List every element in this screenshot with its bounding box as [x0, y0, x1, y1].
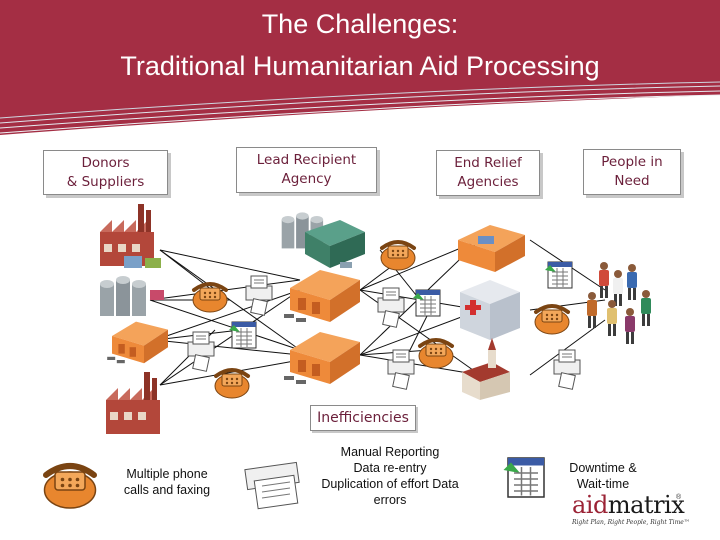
column-end-relief-agencies: End Relief Agencies	[436, 150, 540, 196]
calendar-icon	[544, 261, 573, 289]
legend-manual-text: Manual Reporting Data re-entry Duplicati…	[321, 445, 459, 507]
calendar-icon	[412, 289, 441, 317]
column-donors-suppliers: Donors & Suppliers	[43, 150, 168, 195]
factory-icon	[106, 372, 160, 434]
legend-calendar-text: Downtime & Wait-time	[569, 461, 637, 491]
fax-icon	[187, 331, 215, 372]
aidmatrix-logo: aidmatrix ® Right Plan, Right People, Ri…	[572, 491, 690, 526]
inefficiencies-label: Inefficiencies	[310, 405, 416, 431]
legend-phone-icon	[45, 466, 96, 508]
header-band	[0, 0, 720, 135]
fax-icon	[245, 275, 273, 316]
people-icon	[587, 262, 651, 344]
column-lead-recipient-agency: Lead Recipient Agency	[236, 147, 377, 193]
church-icon	[462, 338, 510, 400]
legend-phone-text: Multiple phone calls and faxing	[123, 467, 211, 497]
page-title-line2: Traditional Humanitarian Aid Processing	[120, 51, 600, 81]
silo-icon	[100, 276, 146, 316]
warehouse-icon	[284, 332, 360, 384]
distribution-center-icon	[305, 220, 365, 268]
legend-calendar-icon	[502, 457, 545, 498]
calendar-icon	[228, 321, 257, 349]
shipping-box-icon	[124, 256, 164, 300]
page-title-line1: The Challenges:	[261, 9, 459, 39]
warehouse-icon	[284, 270, 360, 322]
fax-icon	[387, 349, 415, 390]
hospital-icon	[460, 280, 520, 340]
phone-icon	[379, 240, 417, 272]
phone-icon	[533, 304, 571, 336]
phone-icon	[213, 368, 251, 400]
phone-icon	[191, 282, 229, 314]
legend-fax-icon	[244, 461, 300, 510]
warehouse-icon	[458, 225, 525, 272]
warehouse-icon	[107, 321, 168, 364]
phone-icon	[417, 338, 455, 370]
fax-icon	[553, 349, 581, 390]
column-people-in-need: People in Need	[583, 149, 681, 195]
